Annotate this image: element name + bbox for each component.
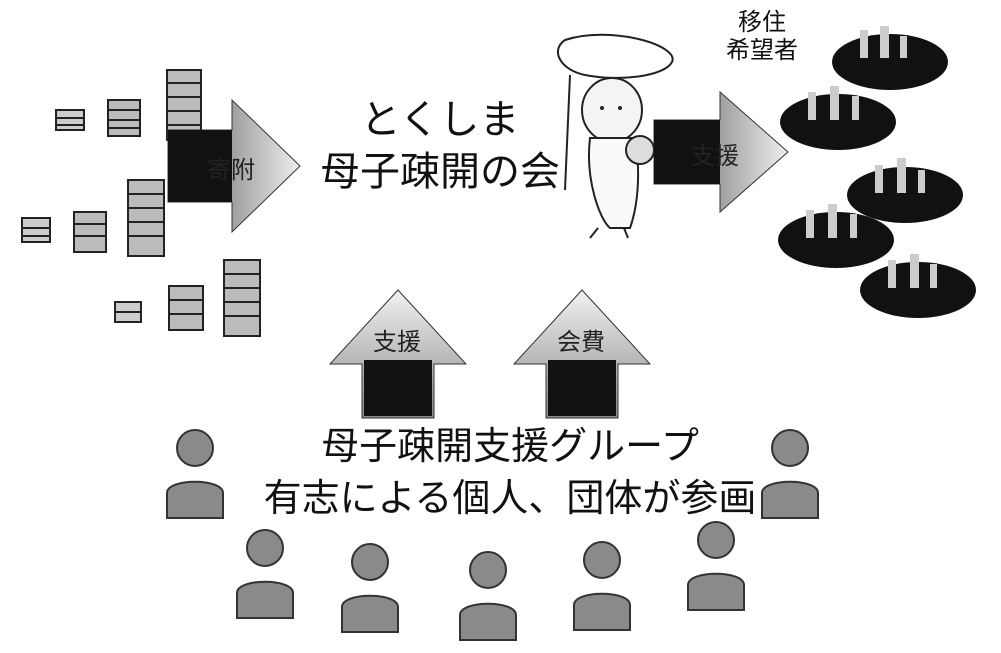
person-icon: [459, 551, 517, 641]
family-group-icon: [860, 254, 976, 318]
family-group-icon: [780, 86, 896, 150]
coin-stack-icon: [107, 99, 141, 137]
person-icon: [236, 529, 294, 619]
organization-name: とくしま 母子疎開の会: [310, 94, 570, 198]
support-group-people: [166, 429, 819, 641]
person-icon: [687, 521, 745, 611]
coin-stack-icon: [114, 301, 142, 323]
support-group-line2: 有志による個人、団体が参画: [263, 476, 757, 520]
support-group-title: 母子疎開支援グループ 有志による個人、団体が参画: [230, 420, 790, 524]
support-up-label: 支援: [373, 328, 421, 356]
support-right-arrow: [653, 90, 789, 214]
mascot-with-net-icon: [556, 33, 674, 239]
support-group-line1: 母子疎開支援グループ: [321, 424, 699, 468]
coin-stacks: [21, 69, 261, 337]
donation-arrow: [167, 98, 301, 234]
family-group-icon: [847, 158, 963, 223]
coin-stack-icon: [223, 259, 261, 337]
migrants-label: 移住 希望者: [722, 8, 802, 64]
support-up-arrow: [328, 289, 468, 419]
migrant-families: [778, 26, 976, 318]
coin-stack-icon: [168, 285, 204, 331]
coin-stack-icon: [55, 109, 85, 131]
membership-fee-label: 会費: [557, 328, 605, 356]
family-group-icon: [778, 204, 894, 268]
membership-fee-up-arrow: [512, 289, 652, 419]
person-icon: [573, 541, 631, 631]
family-group-icon: [832, 26, 948, 90]
donation-label: 寄附: [207, 156, 255, 184]
migrants-label-line1: 移住: [738, 8, 786, 36]
organization-name-line2: 母子疎開の会: [320, 149, 560, 195]
support-right-label: 支援: [691, 142, 739, 170]
coin-stack-icon: [21, 217, 51, 243]
organization-name-line1: とくしま: [360, 97, 520, 143]
migrants-label-line2: 希望者: [726, 36, 798, 64]
coin-stack-icon: [73, 211, 107, 253]
person-icon: [341, 543, 399, 633]
person-icon: [761, 429, 819, 519]
person-icon: [166, 429, 224, 519]
coin-stack-icon: [127, 179, 165, 257]
